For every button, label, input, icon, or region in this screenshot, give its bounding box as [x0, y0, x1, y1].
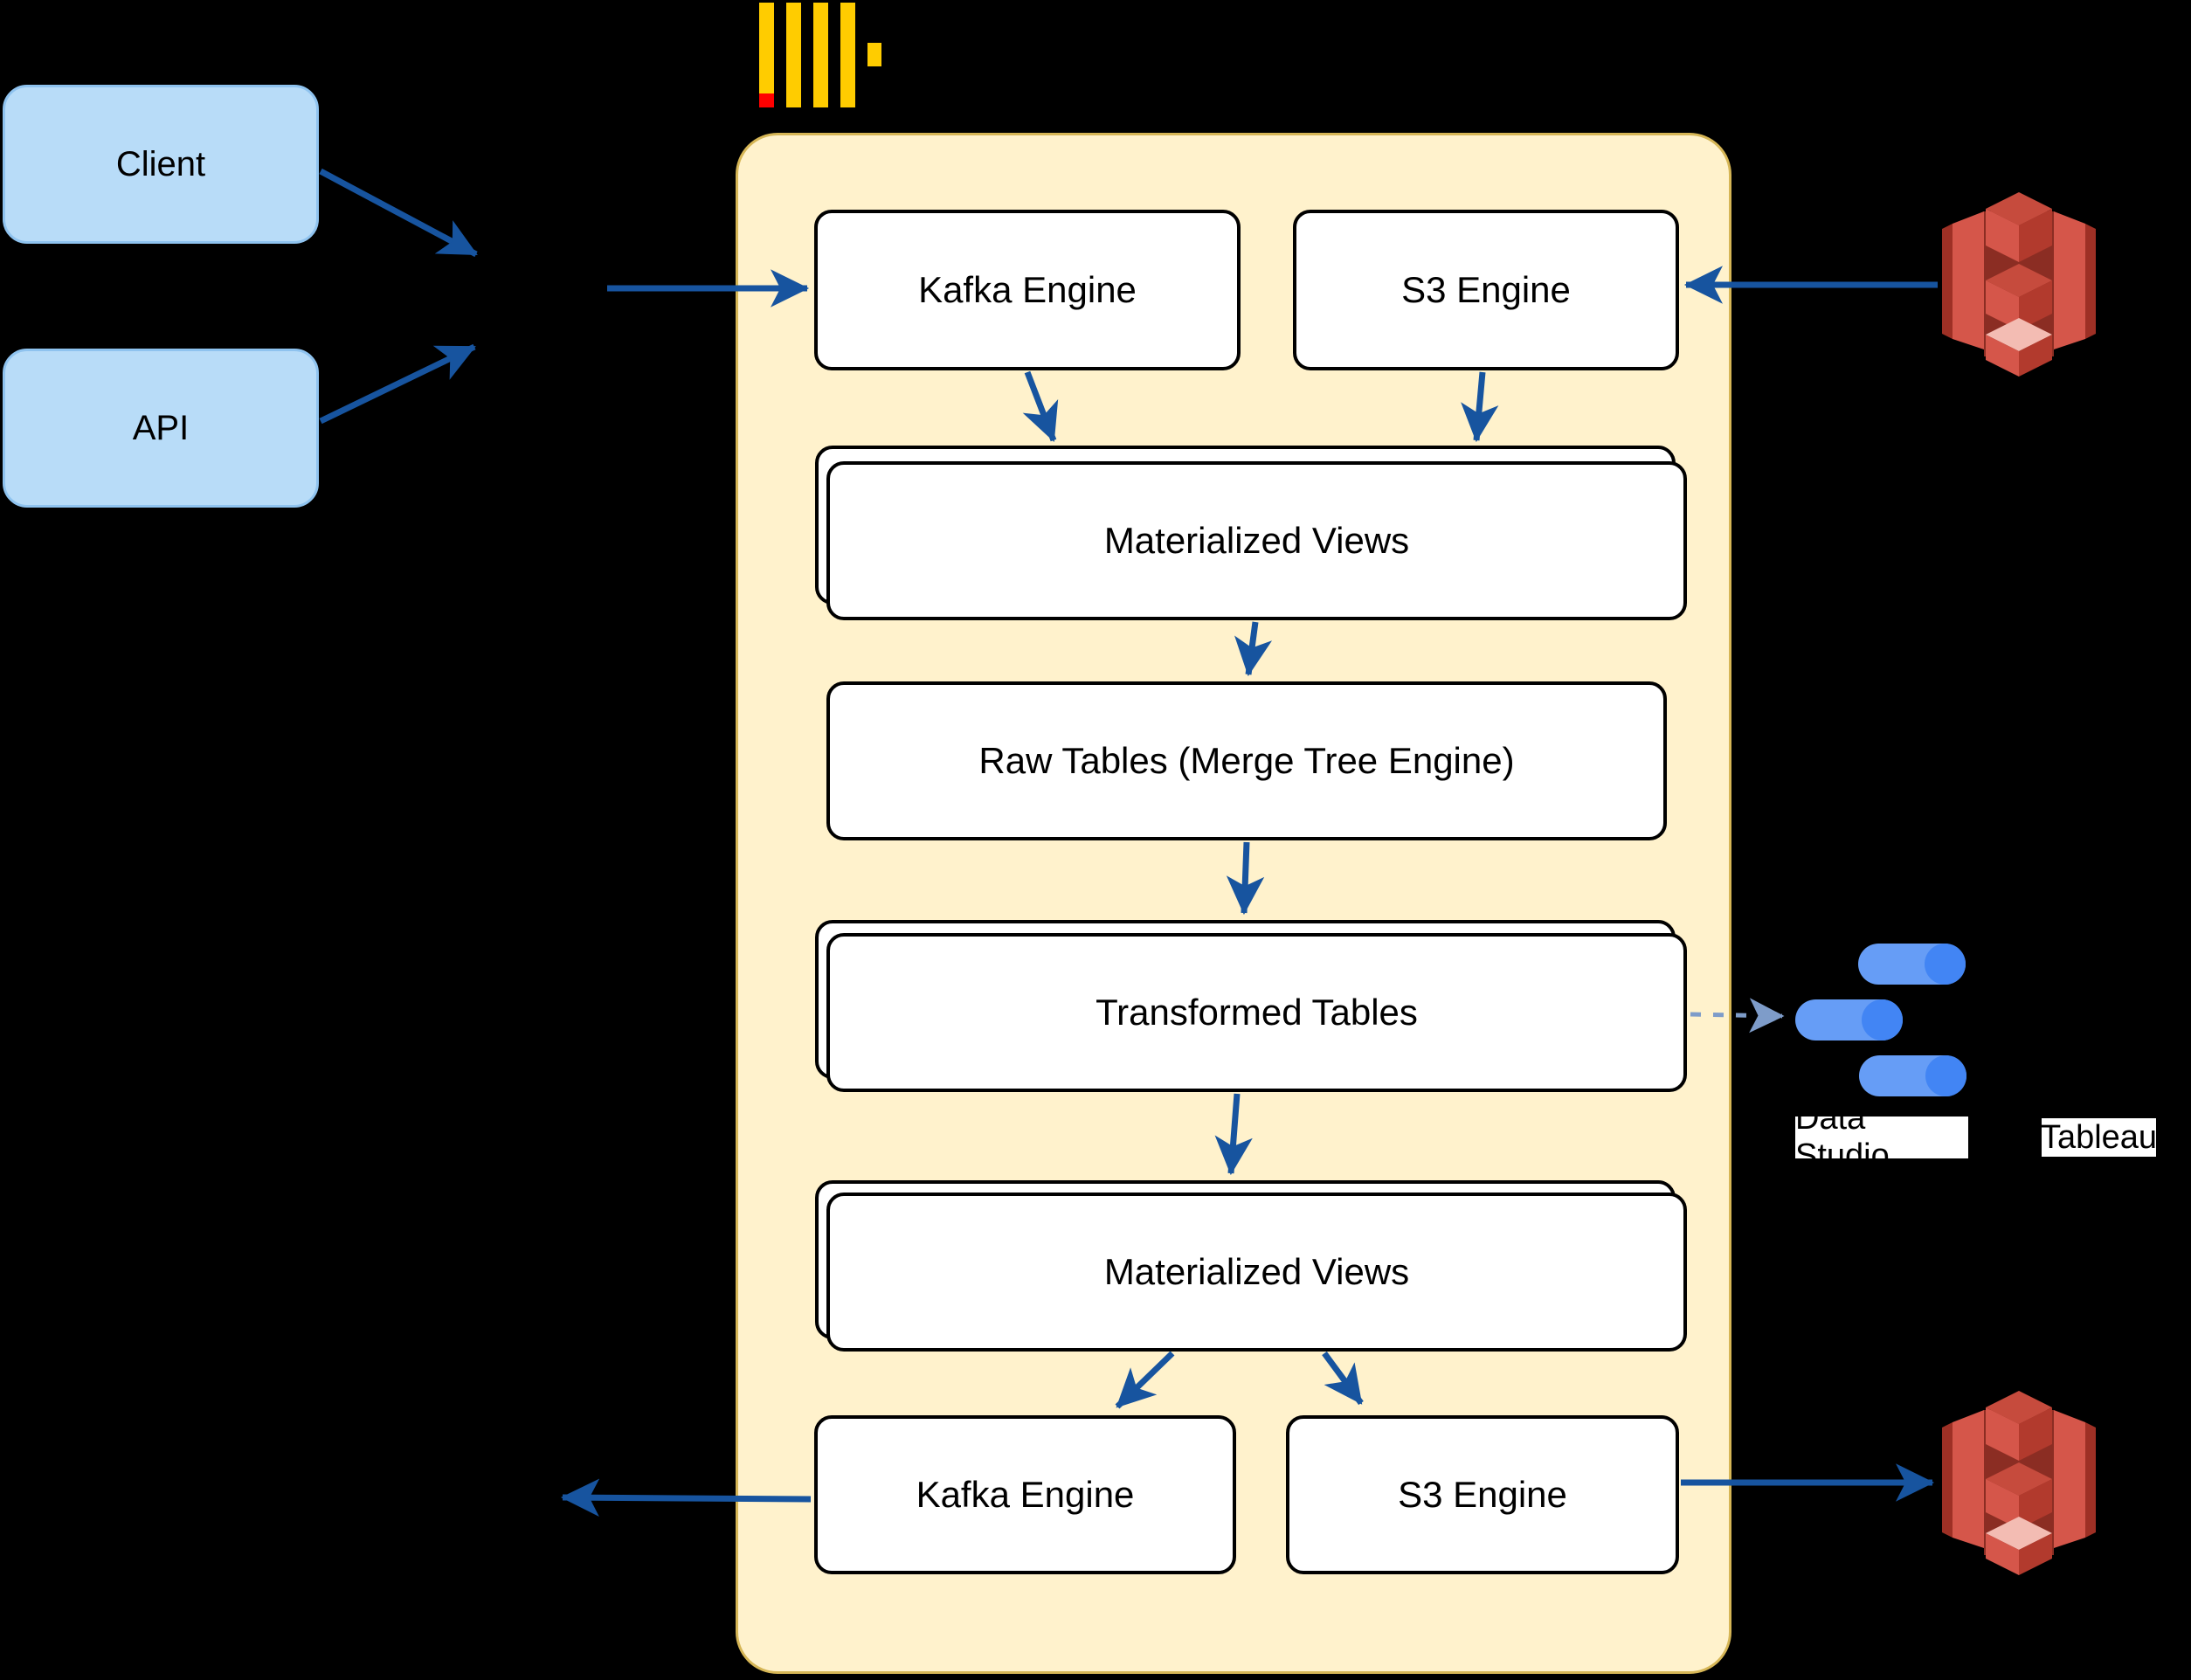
node-client: Client	[3, 85, 319, 244]
clickhouse-logo	[0, 0, 961, 122]
data-studio-label-text: Data Studio	[1795, 1100, 1890, 1174]
data-studio-icon-bar	[1859, 1055, 1966, 1096]
node-materialized-views-top-label: Materialized Views	[1103, 520, 1410, 561]
arrow-client-to-ingest	[319, 168, 478, 258]
data-studio-icon-bar	[1795, 999, 1903, 1040]
data-studio-icon-bar-cap	[1925, 944, 1966, 985]
clickhouse-logo-bar	[813, 3, 828, 107]
node-client-label: Client	[115, 144, 206, 183]
node-s3-engine-top-label: S3 Engine	[1401, 269, 1571, 310]
node-s3-engine-top: S3 Engine	[1293, 210, 1679, 370]
data-studio-label: Data Studio	[1795, 1100, 1968, 1174]
node-materialized-views-bottom-label: Materialized Views	[1103, 1251, 1410, 1292]
arrow-api-to-ingest	[319, 343, 476, 425]
node-api-label: API	[132, 408, 190, 447]
node-kafka-engine-bottom-label: Kafka Engine	[916, 1474, 1135, 1515]
node-transformed-tables: Transformed Tables	[826, 933, 1687, 1092]
tableau-label: Tableau	[2040, 1118, 2158, 1157]
node-api: API	[3, 349, 319, 508]
node-raw-tables-label: Raw Tables (Merge Tree Engine)	[978, 740, 1515, 781]
aws-s3-bucket-icon	[1942, 192, 2096, 377]
aws-s3-bucket-icon	[1942, 1391, 2096, 1575]
node-s3-engine-bottom-label: S3 Engine	[1398, 1474, 1567, 1515]
node-transformed-tables-label: Transformed Tables	[1096, 992, 1418, 1033]
node-s3-engine-bottom: S3 Engine	[1286, 1415, 1679, 1574]
node-materialized-views-top: Materialized Views	[826, 461, 1687, 620]
clickhouse-logo-red-segment	[759, 93, 774, 107]
clickhouse-logo-short-bar	[867, 43, 881, 66]
data-studio-icon	[1795, 944, 2101, 1096]
node-kafka-engine-bottom: Kafka Engine	[814, 1415, 1236, 1574]
clickhouse-logo-bar	[759, 3, 774, 107]
node-kafka-engine-top: Kafka Engine	[814, 210, 1241, 370]
data-studio-icon-bar	[1858, 944, 1966, 985]
node-materialized-views-bottom: Materialized Views	[826, 1193, 1687, 1352]
node-kafka-engine-top-label: Kafka Engine	[918, 269, 1137, 310]
tableau-label-text: Tableau	[2040, 1118, 2158, 1156]
clickhouse-logo-bar	[786, 3, 801, 107]
data-studio-icon-bar-cap	[1862, 999, 1903, 1040]
node-raw-tables: Raw Tables (Merge Tree Engine)	[826, 681, 1667, 840]
clickhouse-logo-bar	[840, 3, 855, 107]
data-studio-icon-bar-cap	[1925, 1055, 1966, 1096]
